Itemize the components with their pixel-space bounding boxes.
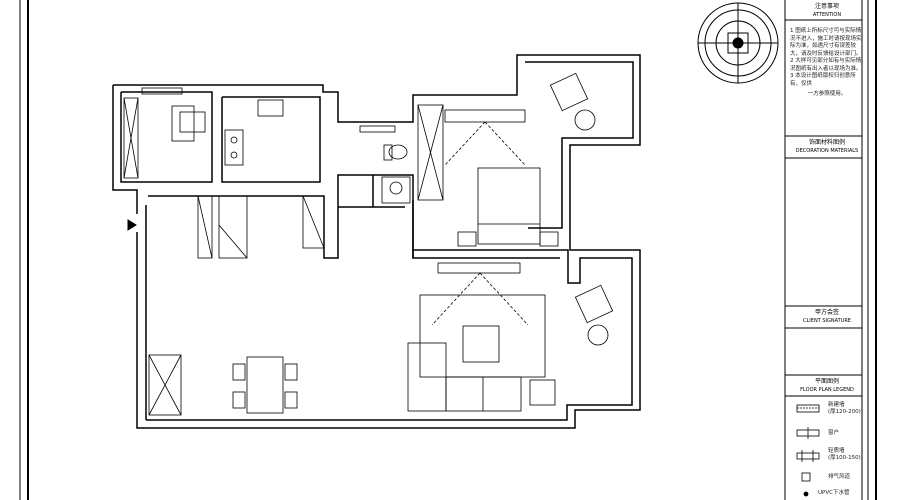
- notes-title: 注意事项: [814, 3, 839, 10]
- fridge: [218, 195, 248, 259]
- sink: [257, 99, 284, 117]
- note-3: 3 本设计图纸版权归创意所有，仅供: [790, 73, 856, 87]
- legend-note: (厚120-200): [828, 409, 861, 415]
- new-wall-icon: [796, 404, 820, 413]
- note-1: 1 图纸上所标尺寸可与实际情况不进入，施工时请按现场实际为准，如遇尺寸有误差较大…: [790, 28, 862, 57]
- note-2: 2 大样可见部分如有与实际情况图纸有出入者以现场为准。: [790, 58, 862, 72]
- legend-window: 窗户: [828, 430, 839, 437]
- tv-cabinet: [444, 109, 526, 123]
- lounge-chair-2: [574, 284, 614, 324]
- furniture: [123, 72, 614, 416]
- drain-icon: [803, 491, 809, 497]
- legend-label: 新建墙: [828, 402, 845, 408]
- closet: [417, 104, 444, 201]
- legend-icons: [796, 404, 820, 497]
- bath-window: [359, 125, 396, 133]
- legend-drain: UPVC下水管: [818, 490, 849, 497]
- legend-label: 轻质墙: [828, 448, 845, 454]
- shoe-cabinet: [148, 354, 182, 416]
- materials-subtitle: DECORATION MATERIALS: [795, 148, 859, 154]
- legend-light-wall: 轻质墙(厚100-150): [828, 448, 861, 462]
- materials-title: 饰面材料图例: [808, 139, 845, 146]
- cabinet: [197, 195, 213, 259]
- coffee-table: [462, 325, 500, 363]
- legend-title: 平面图例: [814, 378, 839, 385]
- desk: [171, 105, 195, 142]
- client-subtitle: CLIENT SIGNATURE: [803, 318, 851, 324]
- washbasin: [381, 176, 411, 204]
- legend-new-wall: 新建墙(厚120-200): [828, 402, 861, 416]
- light-wall-icon: [796, 452, 820, 460]
- legend-note: (厚100-150): [828, 455, 861, 461]
- legend-label: UPVC下水管: [818, 490, 850, 496]
- stove: [224, 129, 244, 166]
- compass-icon: [697, 2, 779, 84]
- legend-label: 窗户: [828, 430, 840, 436]
- living-area: [419, 294, 546, 378]
- wardrobe: [123, 97, 139, 179]
- note-4: 一方参照使用。: [807, 91, 847, 97]
- toilet: [388, 144, 408, 160]
- entry-marker-icon: [127, 219, 137, 231]
- notes-list: 1 图纸上所标尺寸可与实际情况不进入，施工时请按现场实际为准，如遇尺寸有误差较大…: [790, 28, 864, 99]
- walls: [112, 54, 641, 429]
- legend-subtitle: FLOOR PLAN LEGEND: [800, 387, 854, 393]
- legend-label: 排气风道: [828, 474, 851, 480]
- dining-table: [246, 356, 284, 414]
- bed: [477, 167, 541, 245]
- vent-icon: [801, 472, 811, 482]
- client-title: 甲方会签: [814, 309, 839, 316]
- sheet-frame: [19, 0, 877, 500]
- notes-subtitle: ATTENTION: [812, 12, 842, 18]
- lounge-chair: [549, 72, 589, 112]
- legend-vent: 排气风道: [828, 474, 850, 481]
- tv-cabinet-2: [437, 262, 521, 274]
